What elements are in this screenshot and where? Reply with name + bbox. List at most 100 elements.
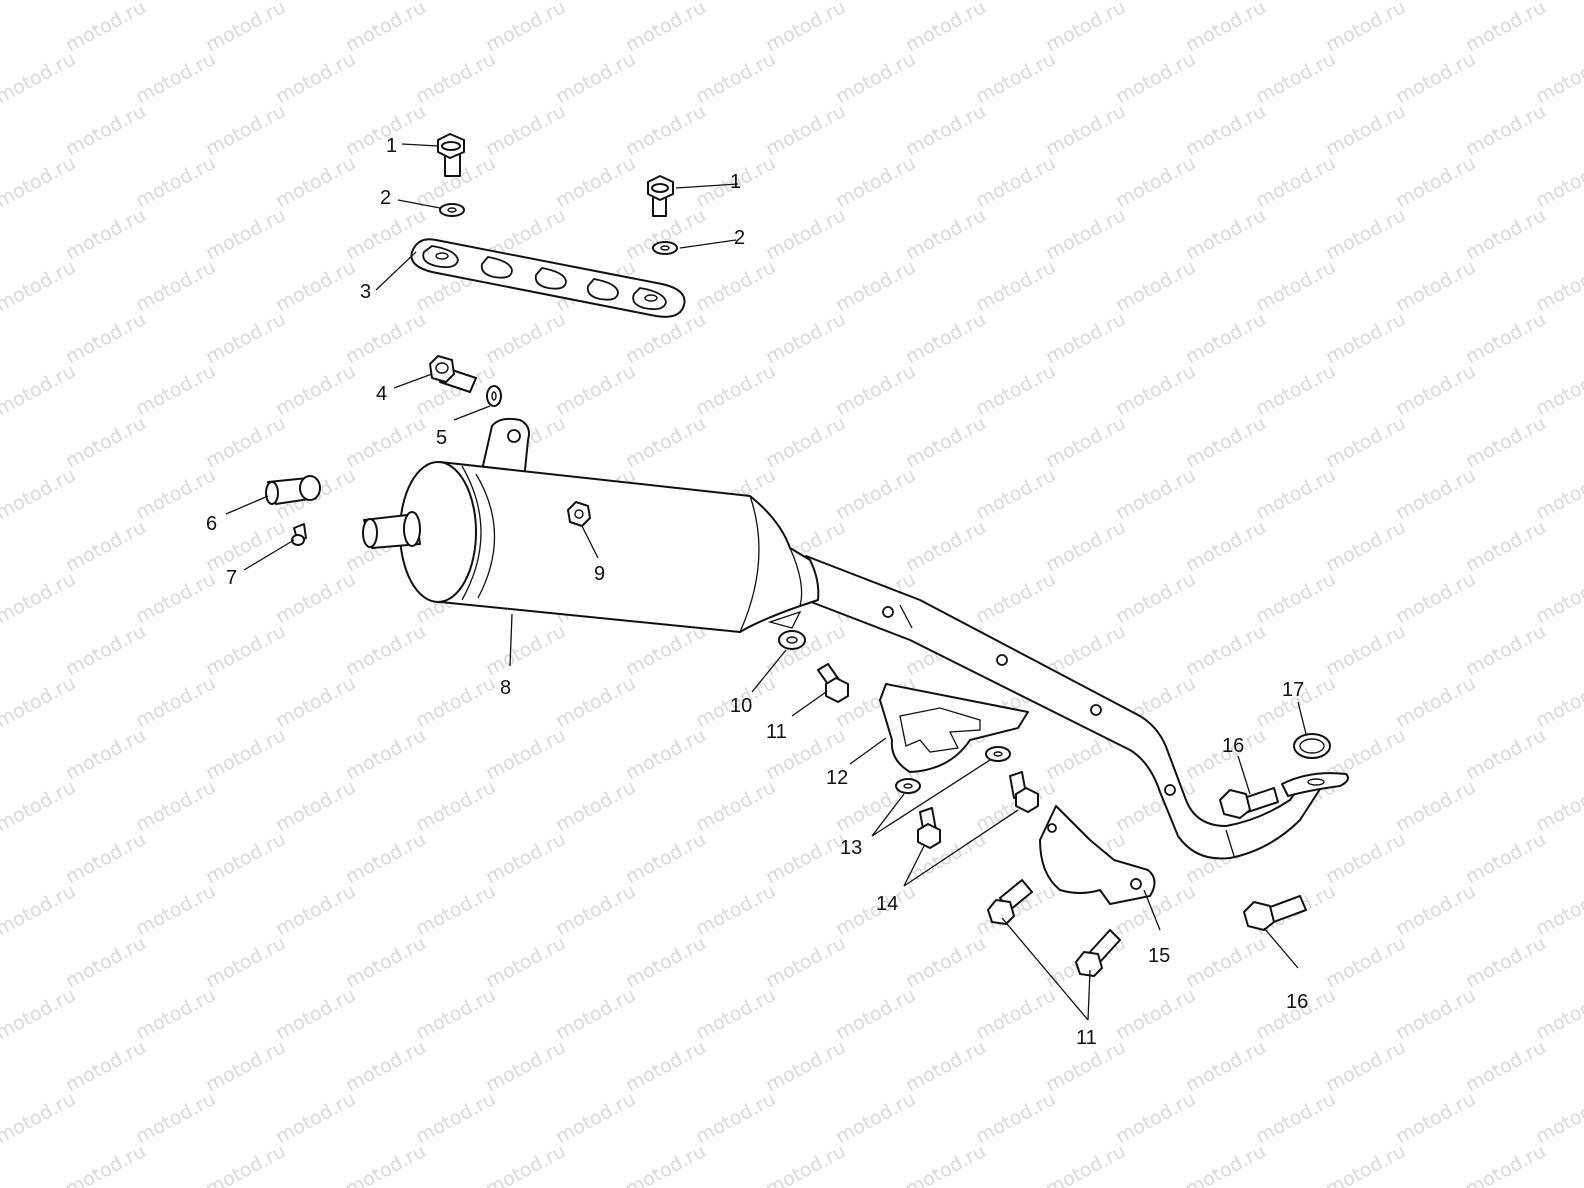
callout-7: 7 <box>226 567 237 589</box>
watermark-text: motod.ru <box>1392 1088 1479 1148</box>
watermark-text: motod.ru <box>1322 100 1409 160</box>
part-7-screw <box>291 523 307 546</box>
watermark-text: motod.ru <box>692 984 779 1044</box>
watermark-text: motod.ru <box>272 48 359 108</box>
watermark-text: motod.ru <box>1042 412 1129 472</box>
watermark-text: motod.ru <box>412 880 499 940</box>
watermark-text: motod.ru <box>1252 48 1339 108</box>
watermark-text: motod.ru <box>1462 724 1549 784</box>
watermark-text: motod.ru <box>1112 568 1199 628</box>
watermark-text: motod.ru <box>342 308 429 368</box>
watermark-text: motod.ru <box>1532 776 1584 836</box>
callout-10: 10 <box>730 695 752 717</box>
watermark-text: motod.ru <box>1112 152 1199 212</box>
watermark-text: motod.ru <box>1532 152 1584 212</box>
watermark-text: motod.ru <box>1462 100 1549 160</box>
callout-4: 4 <box>376 383 387 405</box>
callout-16-lower: 16 <box>1286 991 1308 1013</box>
watermark-text: motod.ru <box>272 672 359 732</box>
watermark-text: motod.ru <box>1252 1088 1339 1148</box>
watermark-text: motod.ru <box>62 724 149 784</box>
watermark-text: motod.ru <box>1182 412 1269 472</box>
watermark-text: motod.ru <box>1322 308 1409 368</box>
watermark-text: motod.ru <box>972 984 1059 1044</box>
watermark-text: motod.ru <box>1042 516 1129 576</box>
watermark-text: motod.ru <box>482 828 569 888</box>
part-13-washer-right <box>985 746 1011 762</box>
watermark-text: motod.ru <box>1462 620 1549 680</box>
watermark-text: motod.ru <box>1392 880 1479 940</box>
watermark-text: motod.ru <box>0 568 79 628</box>
watermark-text: motod.ru <box>762 1140 849 1188</box>
watermark-text: motod.ru <box>1462 1036 1549 1096</box>
watermark-text: motod.ru <box>1322 204 1409 264</box>
watermark-text: motod.ru <box>1532 568 1584 628</box>
callout-1-left: 1 <box>386 135 397 157</box>
watermark-text: motod.ru <box>412 360 499 420</box>
watermark-text: motod.ru <box>622 828 709 888</box>
watermark-text: motod.ru <box>62 308 149 368</box>
watermark-text: motod.ru <box>622 0 709 56</box>
watermark-text: motod.ru <box>1112 0 1199 4</box>
watermark-text: motod.ru <box>62 100 149 160</box>
watermark-text: motod.ru <box>412 672 499 732</box>
watermark-text: motod.ru <box>692 1088 779 1148</box>
watermark-text: motod.ru <box>622 1036 709 1096</box>
watermark-text: motod.ru <box>902 1036 989 1096</box>
part-10-washer <box>778 630 806 650</box>
watermark-text: motod.ru <box>412 776 499 836</box>
watermark-text: motod.ru <box>1112 360 1199 420</box>
callout-9: 9 <box>594 563 605 585</box>
watermark-text: motod.ru <box>1252 256 1339 316</box>
part-8-muffler <box>362 417 1349 860</box>
watermark-text: motod.ru <box>132 984 219 1044</box>
part-2-washer-right <box>652 241 678 255</box>
watermark-text: motod.ru <box>342 932 429 992</box>
watermark-text: motod.ru <box>1322 828 1409 888</box>
watermark-text: motod.ru <box>972 568 1059 628</box>
watermark-text: motod.ru <box>622 1140 709 1188</box>
watermark-text: motod.ru <box>62 412 149 472</box>
watermark-text: motod.ru <box>972 0 1059 4</box>
watermark-text: motod.ru <box>482 724 569 784</box>
part-14-bolt-right <box>1009 771 1039 813</box>
watermark-text: motod.ru <box>692 0 779 4</box>
watermark-text: motod.ru <box>132 568 219 628</box>
watermark-text: motod.ru <box>0 0 79 4</box>
watermark-text: motod.ru <box>342 1036 429 1096</box>
watermark-text: motod.ru <box>482 308 569 368</box>
watermark-text: motod.ru <box>902 204 989 264</box>
watermark-text: motod.ru <box>0 672 79 732</box>
watermark-text: motod.ru <box>272 776 359 836</box>
watermark-text: motod.ru <box>1392 776 1479 836</box>
watermark-text: motod.ru <box>1252 0 1339 4</box>
callout-12: 12 <box>826 767 848 789</box>
watermark-text: motod.ru <box>1252 568 1339 628</box>
watermark-text: motod.ru <box>1042 0 1129 56</box>
watermark-text: motod.ru <box>1182 620 1269 680</box>
watermark-text: motod.ru <box>762 0 849 56</box>
watermark-text: motod.ru <box>1042 308 1129 368</box>
watermark-text: motod.ru <box>762 412 849 472</box>
watermark-text: motod.ru <box>1532 256 1584 316</box>
watermark-text: motod.ru <box>482 1036 569 1096</box>
watermark-text: motod.ru <box>1322 0 1409 56</box>
watermark-text: motod.ru <box>412 0 499 4</box>
watermark-text: motod.ru <box>412 984 499 1044</box>
watermark-text: motod.ru <box>1462 932 1549 992</box>
watermark-text: motod.ru <box>202 932 289 992</box>
watermark-text: motod.ru <box>552 776 639 836</box>
callout-11-bottom: 11 <box>1076 1027 1097 1049</box>
part-11-bolt-lower-left <box>987 879 1033 925</box>
watermark-text: motod.ru <box>1112 256 1199 316</box>
watermark-text: motod.ru <box>622 412 709 472</box>
watermark-text: motod.ru <box>132 672 219 732</box>
watermark-text: motod.ru <box>552 1088 639 1148</box>
watermark-text: motod.ru <box>202 1036 289 1096</box>
watermark-text: motod.ru <box>692 880 779 940</box>
watermark-text: motod.ru <box>202 0 289 56</box>
watermark-text: motod.ru <box>0 984 79 1044</box>
watermark-text: motod.ru <box>482 932 569 992</box>
part-16-bolt-lower <box>1243 895 1307 931</box>
watermark-text: motod.ru <box>0 880 79 940</box>
